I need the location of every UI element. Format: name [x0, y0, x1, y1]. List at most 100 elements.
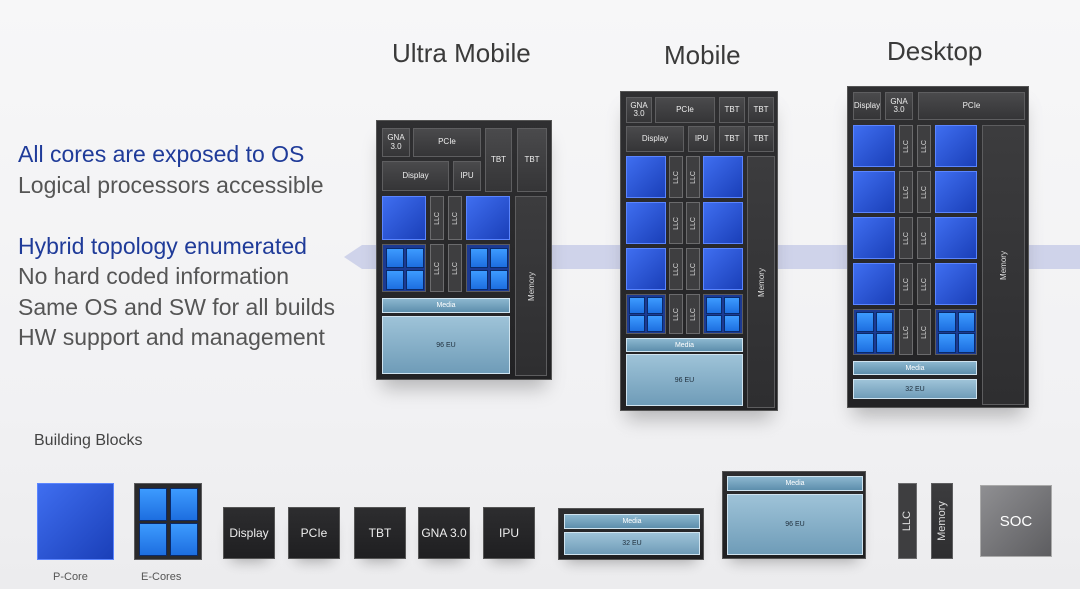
bb-small-media: Media — [564, 514, 700, 529]
block-tbt-2: TBT — [517, 128, 547, 192]
llc-slice: LLC — [899, 217, 913, 259]
llc-label: LLC — [920, 231, 928, 245]
llc-label: LLC — [433, 261, 441, 275]
block-ipu: IPU — [688, 126, 715, 152]
p-core — [626, 202, 666, 244]
llc-label: LLC — [902, 325, 910, 339]
p-core — [703, 156, 743, 198]
media-block: Media — [382, 298, 510, 313]
e-core-cluster — [935, 309, 977, 355]
llc-label: LLC — [920, 325, 928, 339]
bb-memory: Memory — [931, 483, 953, 559]
block-tbt-2: TBT — [748, 97, 774, 123]
bb-llc-label: LLC — [901, 510, 914, 532]
p-core — [853, 263, 895, 305]
block-pcie: PCIe — [918, 92, 1025, 120]
p-core — [935, 171, 977, 213]
block-gna: GNA 3.0 — [382, 128, 410, 157]
llc-label: LLC — [451, 261, 459, 275]
llc-slice: LLC — [448, 196, 462, 240]
llc-label: LLC — [451, 211, 459, 225]
llc-slice: LLC — [430, 244, 444, 292]
llc-label: LLC — [672, 307, 680, 321]
title-desktop: Desktop — [887, 36, 983, 66]
arrow-head — [344, 245, 362, 269]
bb-small-gpu-eu: 32 EU — [564, 532, 700, 555]
bb-e-cores — [134, 483, 202, 560]
block-ipu: IPU — [453, 161, 481, 191]
text-hybrid-topology: Hybrid topology enumerated — [18, 233, 307, 259]
e-core-cluster — [853, 309, 895, 355]
chip-desktop: Display GNA 3.0 PCIe LLC LLC LLC LLC LLC… — [847, 86, 1029, 408]
e-core-cluster — [626, 294, 666, 334]
gpu-block: 32 EU — [853, 379, 977, 399]
bb-e-cores-label: E-Cores — [141, 571, 182, 583]
block-pcie: PCIe — [655, 97, 715, 123]
llc-label: LLC — [672, 216, 680, 230]
bb-memory-label: Memory — [936, 501, 949, 541]
media-block: Media — [853, 361, 977, 375]
bb-large-gpu-eu: 96 EU — [727, 494, 863, 555]
llc-slice: LLC — [917, 171, 931, 213]
llc-label: LLC — [920, 185, 928, 199]
bb-large-media: Media — [727, 476, 863, 491]
bb-tbt: TBT — [354, 507, 406, 559]
bb-soc: SOC — [980, 485, 1052, 557]
llc-slice: LLC — [917, 309, 931, 355]
band-segment-3 — [776, 245, 848, 269]
llc-label: LLC — [902, 277, 910, 291]
p-core — [935, 217, 977, 259]
llc-label: LLC — [672, 170, 680, 184]
p-core — [935, 125, 977, 167]
llc-label: LLC — [433, 211, 441, 225]
p-core — [853, 217, 895, 259]
llc-slice: LLC — [686, 294, 700, 334]
p-core — [382, 196, 426, 240]
bb-p-core-label: P-Core — [53, 571, 88, 583]
p-core — [935, 263, 977, 305]
p-core — [853, 125, 895, 167]
bb-pcie: PCIe — [288, 507, 340, 559]
llc-label: LLC — [920, 277, 928, 291]
llc-slice: LLC — [917, 217, 931, 259]
block-tbt-1: TBT — [719, 97, 745, 123]
llc-slice: LLC — [686, 156, 700, 198]
e-core-cluster — [703, 294, 743, 334]
p-core — [703, 202, 743, 244]
text-same-os: Same OS and SW for all builds — [18, 294, 336, 320]
memory-block: Memory — [982, 125, 1025, 405]
llc-slice: LLC — [448, 244, 462, 292]
llc-slice: LLC — [917, 125, 931, 167]
memory-block: Memory — [747, 156, 775, 408]
block-tbt-1: TBT — [485, 128, 512, 192]
media-block: Media — [626, 338, 743, 352]
text-no-hard-coded: No hard coded information — [18, 263, 290, 289]
llc-label: LLC — [902, 139, 910, 153]
band-segment-1 — [362, 245, 378, 269]
block-display: Display — [626, 126, 684, 152]
llc-slice: LLC — [899, 263, 913, 305]
llc-slice: LLC — [899, 125, 913, 167]
bb-p-core — [37, 483, 114, 560]
building-blocks-title: Building Blocks — [34, 432, 143, 449]
llc-slice: LLC — [899, 309, 913, 355]
llc-slice: LLC — [686, 248, 700, 290]
bb-display: Display — [223, 507, 275, 559]
p-core — [853, 171, 895, 213]
bb-gna: GNA 3.0 — [418, 507, 470, 559]
band-segment-2 — [552, 245, 622, 269]
e-core-cluster — [382, 244, 426, 292]
gpu-block: 96 EU — [626, 354, 743, 406]
llc-slice: LLC — [669, 248, 683, 290]
bb-ipu: IPU — [483, 507, 535, 559]
llc-label: LLC — [689, 170, 697, 184]
llc-slice: LLC — [669, 202, 683, 244]
chip-ultra-mobile: GNA 3.0 PCIe TBT TBT Display IPU LLC LLC… — [376, 120, 552, 380]
llc-label: LLC — [689, 216, 697, 230]
llc-label: LLC — [689, 262, 697, 276]
block-pcie: PCIe — [413, 128, 481, 157]
llc-label: LLC — [902, 185, 910, 199]
e-core-cluster — [466, 244, 510, 292]
llc-label: LLC — [672, 262, 680, 276]
bb-llc: LLC — [898, 483, 917, 559]
